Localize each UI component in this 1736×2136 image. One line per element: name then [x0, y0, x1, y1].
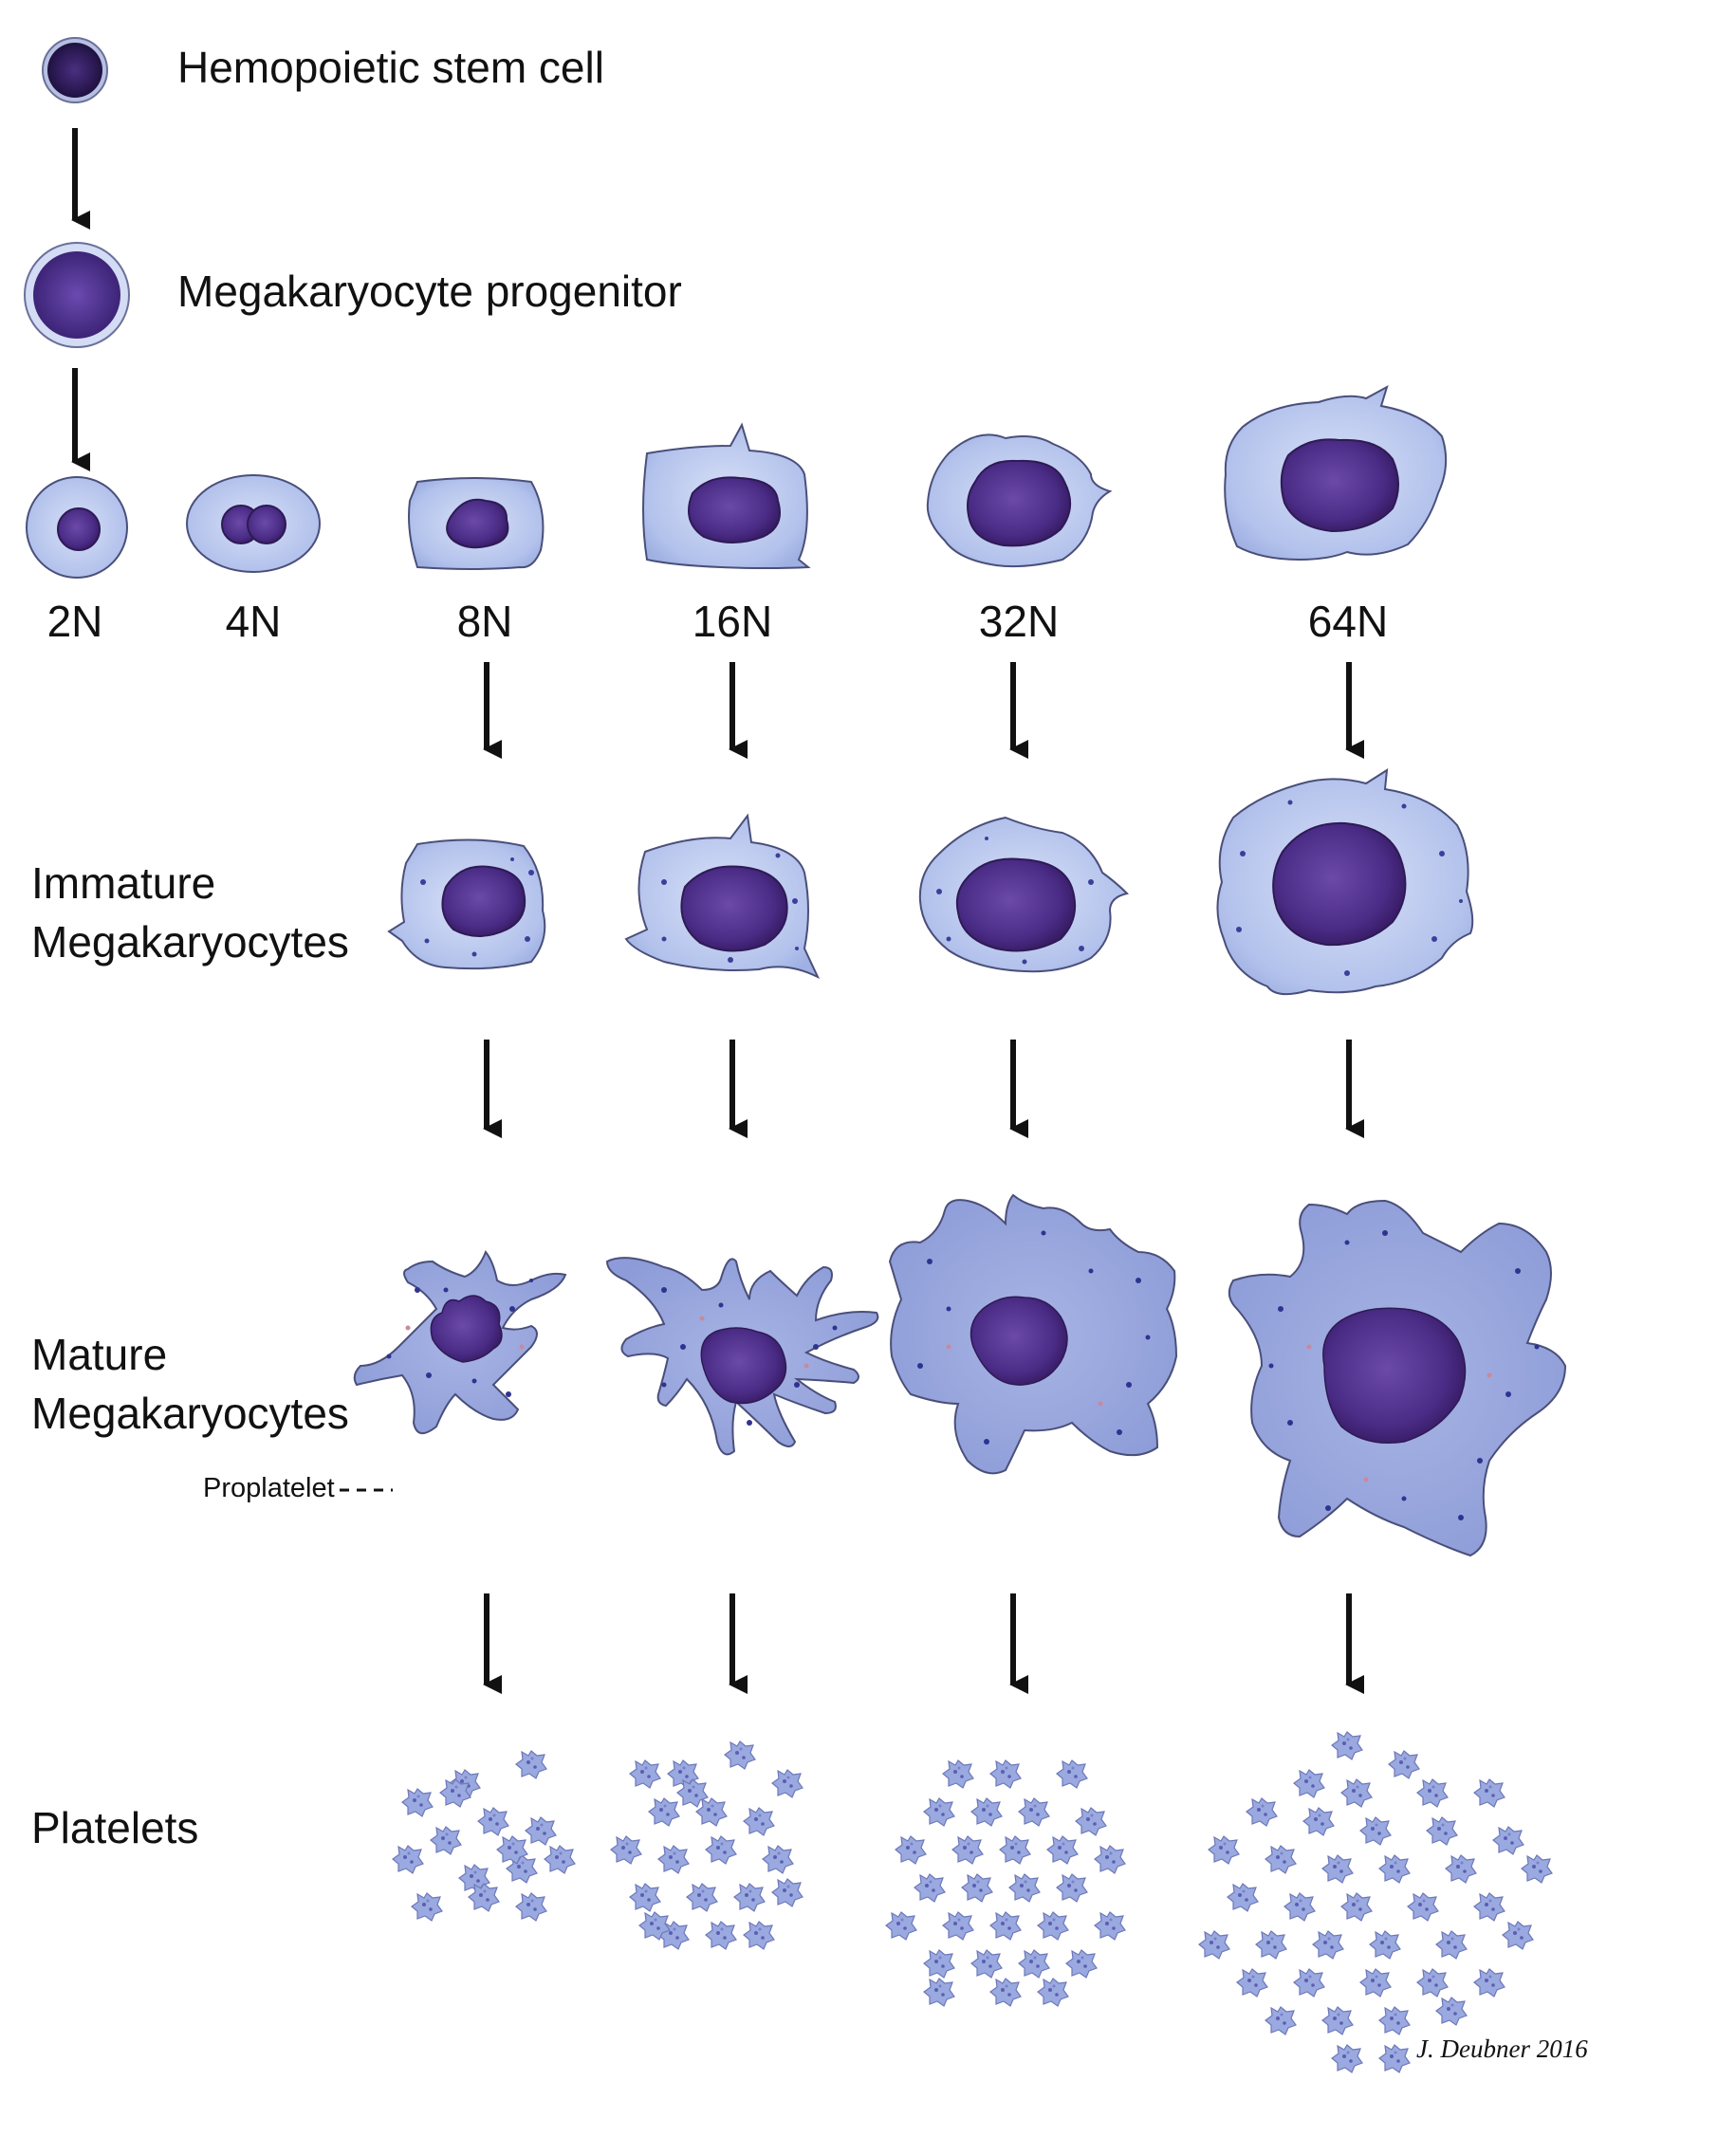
- mature-granules: [386, 1230, 1540, 1520]
- signature: J. Deubner 2016: [1416, 2035, 1588, 2063]
- immature-label-line-1: Immature: [31, 858, 216, 908]
- ploidy-label-16n: 16N: [692, 597, 773, 646]
- progenitor-cell: [24, 242, 130, 348]
- arrows-ploidy-to-immature: [483, 662, 1364, 759]
- cell-32n: [926, 433, 1113, 568]
- stem-cell: [42, 37, 108, 103]
- progenitor-label: Megakaryocyte progenitor: [177, 267, 682, 316]
- immature-granules: [420, 800, 1463, 976]
- mature-granules-pink: [405, 1316, 1492, 1482]
- immature-megakaryocyte-8n: [387, 838, 546, 970]
- mature-label-line-1: Mature: [31, 1330, 168, 1379]
- mature-label-line-2: Megakaryocytes: [31, 1389, 349, 1438]
- immature-megakaryocyte-16n: [624, 813, 821, 980]
- platelets-64n: [1198, 1731, 1553, 2073]
- platelets-label: Platelets: [31, 1803, 199, 1852]
- immature-megakaryocyte-32n: [918, 816, 1129, 973]
- immature-label: Immature Megakaryocytes: [31, 854, 349, 971]
- arrows-immature-to-mature: [483, 1040, 1364, 1138]
- mature-megakaryocyte-8n: [353, 1250, 567, 1434]
- ploidy-label-2n: 2N: [46, 597, 103, 646]
- proplatelet-label: Proplatelet: [203, 1473, 335, 1503]
- cell-64n: [1224, 384, 1448, 562]
- ploidy-label-64n: 64N: [1307, 597, 1389, 646]
- mature-megakaryocyte-64n: [1228, 1199, 1567, 1557]
- immature-label-line-2: Megakaryocytes: [31, 917, 349, 967]
- cell-4n: [186, 474, 321, 573]
- ploidy-label-8n: 8N: [456, 597, 513, 646]
- mature-label: Mature Megakaryocytes: [31, 1325, 349, 1443]
- mature-megakaryocyte-32n: [888, 1193, 1178, 1475]
- cell-16n: [642, 422, 811, 569]
- ploidy-label-4n: 4N: [225, 597, 282, 646]
- arrows-mature-to-platelets: [483, 1593, 1364, 1694]
- ploidy-label-32n: 32N: [978, 597, 1060, 646]
- platelets-8n: [392, 1750, 576, 1922]
- immature-megakaryocyte-64n: [1216, 768, 1474, 996]
- stem-cell-label: Hemopoietic stem cell: [177, 43, 604, 92]
- platelets-32n: [885, 1759, 1126, 2007]
- cell-2n: [26, 476, 128, 579]
- cell-8n: [408, 477, 545, 570]
- platelets-16n: [610, 1740, 803, 1950]
- mature-megakaryocyte-16n: [605, 1257, 879, 1456]
